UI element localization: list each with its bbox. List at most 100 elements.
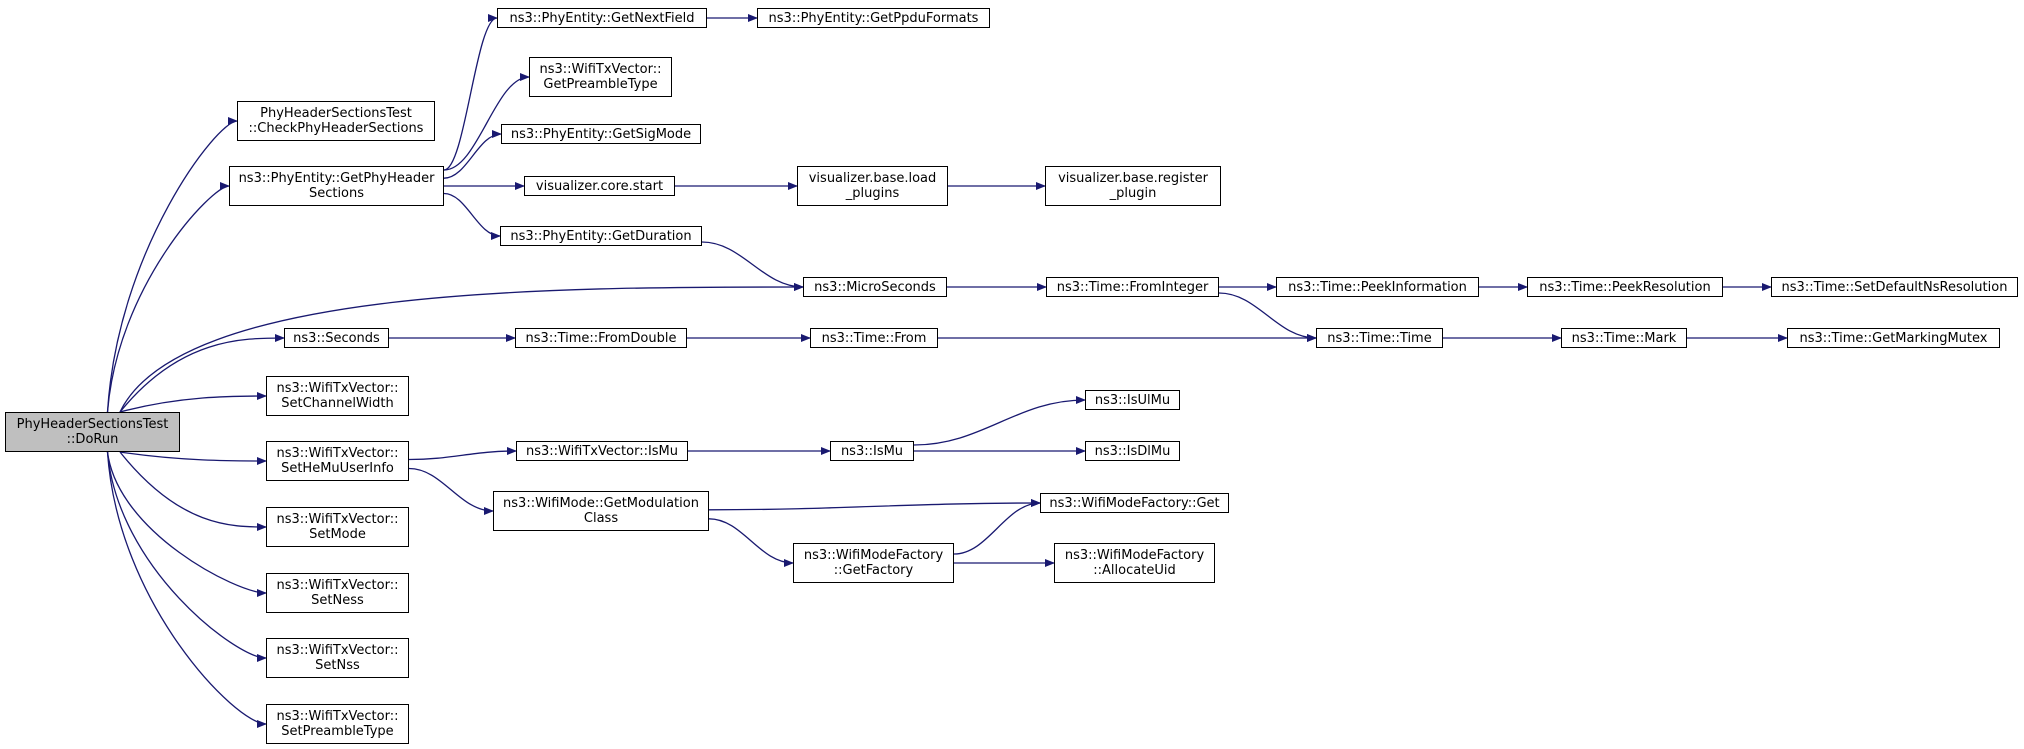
node-label: SetHeMuUserInfo xyxy=(281,461,394,476)
node-getduration[interactable]: ns3::PhyEntity::GetDuration xyxy=(500,226,702,246)
node-label: ns3::Time::FromDouble xyxy=(525,330,677,346)
node-from[interactable]: ns3::Time::From xyxy=(810,328,938,348)
node-vbaseload[interactable]: visualizer.base.load_plugins xyxy=(797,166,948,206)
node-seconds[interactable]: ns3::Seconds xyxy=(284,328,389,348)
edge-dorun-to-setchannel xyxy=(119,392,267,413)
node-label: ns3::PhyEntity::GetDuration xyxy=(510,228,692,244)
node-getsigmode[interactable]: ns3::PhyEntity::GetSigMode xyxy=(501,124,701,144)
node-label: ns3::Time::GetMarkingMutex xyxy=(1799,330,1988,346)
node-label: ns3::WifiTxVector:: xyxy=(276,709,399,724)
node-setchannel[interactable]: ns3::WifiTxVector::SetChannelWidth xyxy=(266,376,409,416)
node-peekinfo[interactable]: ns3::Time::PeekInformation xyxy=(1276,277,1479,297)
node-label: ns3::WifiModeFactory xyxy=(1064,548,1205,563)
node-vbasereg[interactable]: visualizer.base.register_plugin xyxy=(1045,166,1221,206)
node-time[interactable]: ns3::Time::Time xyxy=(1316,328,1443,348)
node-setmode[interactable]: ns3::WifiTxVector::SetMode xyxy=(266,507,409,547)
node-label: ns3::IsUlMu xyxy=(1094,392,1171,408)
node-label: visualizer.base.load xyxy=(808,171,937,186)
node-label: ns3::WifiTxVector:: xyxy=(276,578,399,593)
node-ismuvec[interactable]: ns3::WifiTxVector::IsMu xyxy=(516,441,688,461)
edge-dorun-to-setpreamble xyxy=(106,451,267,728)
node-label: ns3::PhyEntity::GetNextField xyxy=(509,10,695,26)
node-isulmu[interactable]: ns3::IsUlMu xyxy=(1085,390,1180,410)
node-setpreamble[interactable]: ns3::WifiTxVector::SetPreambleType xyxy=(266,704,409,744)
edge-getduration-to-micro xyxy=(701,241,804,291)
edge-dorun-to-sethemu xyxy=(119,451,267,465)
node-label: ::GetFactory xyxy=(833,563,914,578)
edge-frominteger-to-time xyxy=(1218,292,1317,342)
node-label: PhyHeaderSectionsTest xyxy=(260,106,412,121)
edge-getmodclass-to-getfactory xyxy=(708,518,794,567)
node-check[interactable]: PhyHeaderSectionsTest::CheckPhyHeaderSec… xyxy=(237,101,435,141)
edge-sethemu-to-getmodclass xyxy=(408,467,494,515)
node-label: ns3::Time::PeekResolution xyxy=(1539,279,1711,295)
node-label: PhyHeaderSectionsTest xyxy=(16,417,169,432)
node-factoryget[interactable]: ns3::WifiModeFactory::Get xyxy=(1040,493,1229,513)
node-sethemu[interactable]: ns3::WifiTxVector::SetHeMuUserInfo xyxy=(266,441,409,481)
edge-dorun-to-check xyxy=(106,117,238,413)
node-label: ns3::WifiTxVector:: xyxy=(276,381,399,396)
node-getppdu[interactable]: ns3::PhyEntity::GetPpduFormats xyxy=(757,8,990,28)
node-micro[interactable]: ns3::MicroSeconds xyxy=(803,277,947,297)
node-isdlmu[interactable]: ns3::IsDlMu xyxy=(1085,441,1180,461)
node-label: _plugins xyxy=(845,186,900,201)
node-vcorestart[interactable]: visualizer.core.start xyxy=(524,176,675,196)
node-label: visualizer.core.start xyxy=(535,178,664,194)
node-setdefault[interactable]: ns3::Time::SetDefaultNsResolution xyxy=(1771,277,2018,297)
node-label: _plugin xyxy=(1109,186,1157,201)
node-label: ns3::Time::Mark xyxy=(1571,330,1677,346)
node-setness[interactable]: ns3::WifiTxVector::SetNess xyxy=(266,573,409,613)
node-label: ns3::WifiModeFactory::Get xyxy=(1049,495,1220,511)
edge-getphyhdr-to-getnextfield xyxy=(443,14,498,171)
node-label: ns3::WifiMode::GetModulation xyxy=(503,496,699,511)
node-label: ns3::PhyEntity::GetPhyHeader xyxy=(238,171,435,186)
node-label: SetMode xyxy=(309,527,366,542)
node-label: ns3::IsDlMu xyxy=(1094,443,1171,459)
node-label: ns3::Seconds xyxy=(293,330,380,346)
node-getfactory[interactable]: ns3::WifiModeFactory::GetFactory xyxy=(793,543,954,583)
node-label: ns3::MicroSeconds xyxy=(814,279,936,295)
edge-dorun-to-micro xyxy=(119,283,804,413)
node-label: visualizer.base.register xyxy=(1058,171,1208,186)
edge-ismu-to-isulmu xyxy=(913,396,1086,446)
node-label: ns3::Time::SetDefaultNsResolution xyxy=(1781,279,2008,295)
node-label: Sections xyxy=(308,186,365,201)
edge-getphyhdr-to-getduration xyxy=(443,192,501,240)
node-fromdouble[interactable]: ns3::Time::FromDouble xyxy=(515,328,687,348)
node-label: ns3::PhyEntity::GetPpduFormats xyxy=(768,10,979,26)
node-getmarking[interactable]: ns3::Time::GetMarkingMutex xyxy=(1787,328,2000,348)
node-label: SetChannelWidth xyxy=(281,396,394,411)
node-setnss[interactable]: ns3::WifiTxVector::SetNss xyxy=(266,638,409,678)
node-label: ::DoRun xyxy=(66,432,119,447)
node-getnextfield[interactable]: ns3::PhyEntity::GetNextField xyxy=(497,8,707,28)
node-label: ns3::WifiModeFactory xyxy=(803,548,944,563)
edge-dorun-to-setmode xyxy=(119,451,267,531)
node-label: SetNss xyxy=(315,658,360,673)
node-label: ns3::WifiTxVector:: xyxy=(276,446,399,461)
edge-sethemu-to-ismuvec xyxy=(408,447,517,461)
node-label: ns3::IsMu xyxy=(840,443,904,459)
edge-dorun-to-setnss xyxy=(106,451,267,662)
edge-dorun-to-seconds xyxy=(119,334,285,413)
edge-getfactory-to-factoryget xyxy=(953,499,1041,555)
node-ismu[interactable]: ns3::IsMu xyxy=(830,441,914,461)
edge-dorun-to-setness xyxy=(106,451,267,597)
node-label: ns3::Time::PeekInformation xyxy=(1288,279,1467,295)
node-mark[interactable]: ns3::Time::Mark xyxy=(1561,328,1687,348)
node-peekres[interactable]: ns3::Time::PeekResolution xyxy=(1527,277,1723,297)
node-dorun: PhyHeaderSectionsTest::DoRun xyxy=(5,412,180,452)
node-getpreamble[interactable]: ns3::WifiTxVector::GetPreambleType xyxy=(529,57,672,97)
node-label: ns3::Time::FromInteger xyxy=(1056,279,1209,295)
node-label: SetNess xyxy=(311,593,364,608)
node-label: ns3::WifiTxVector:: xyxy=(276,512,399,527)
node-label: ns3::WifiTxVector:: xyxy=(539,62,662,77)
node-label: ::AllocateUid xyxy=(1093,563,1176,578)
node-label: ns3::WifiTxVector:: xyxy=(276,643,399,658)
node-label: GetPreambleType xyxy=(543,77,658,92)
node-allocuid[interactable]: ns3::WifiModeFactory::AllocateUid xyxy=(1054,543,1215,583)
node-frominteger[interactable]: ns3::Time::FromInteger xyxy=(1046,277,1219,297)
